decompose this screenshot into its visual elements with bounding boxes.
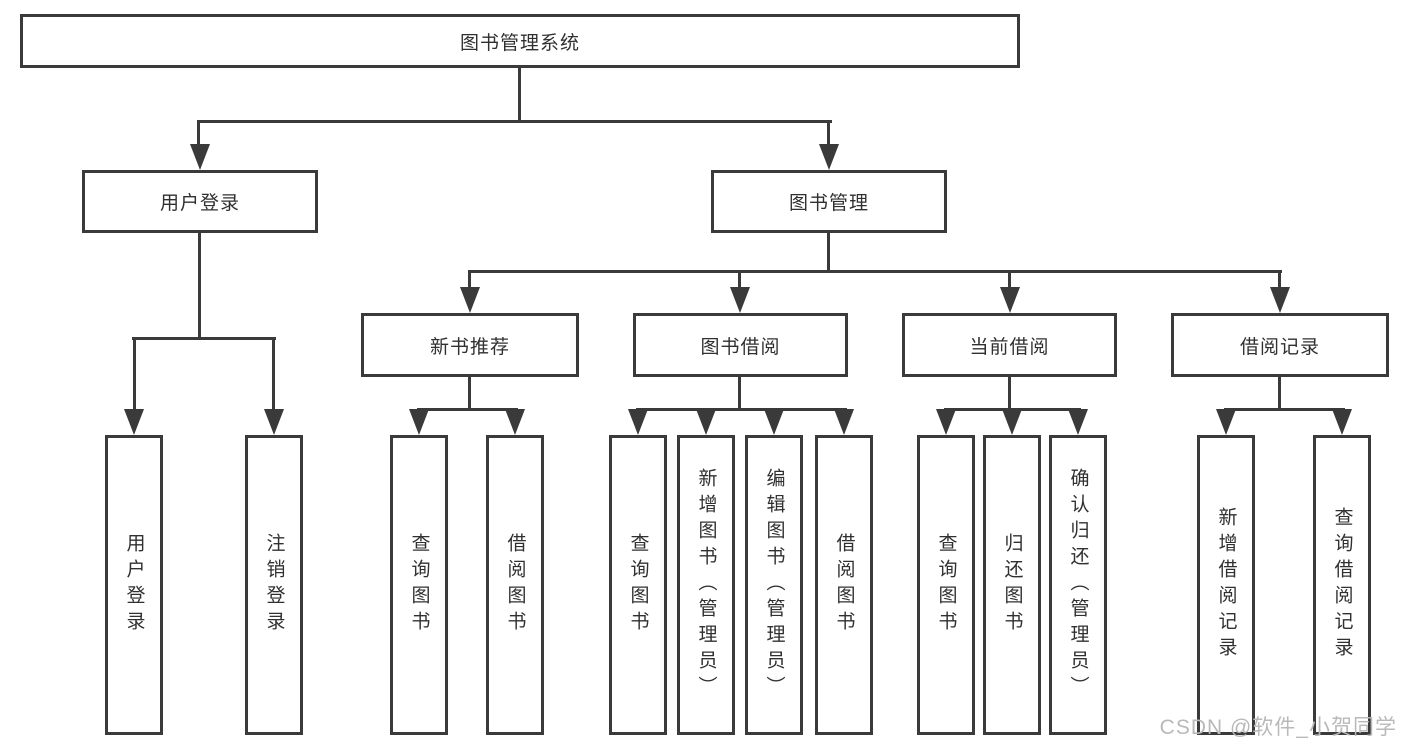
node-borrow-books-recommend: 借阅图书 [486,435,544,735]
arrow-down-icon [460,287,480,313]
arrow-down-icon [834,409,854,435]
connector-line [1278,270,1281,291]
arrow-down-icon [764,409,784,435]
csdn-watermark: CSDN @软件_小贺同学 [1159,716,1397,739]
node-user-login-leaf: 用户登录 [105,435,163,735]
node-current-borrowing: 当前借阅 [902,313,1117,377]
connector-line [197,120,832,123]
connector-line [827,120,830,150]
arrow-down-icon [1216,409,1236,435]
node-query-books-current: 查询图书 [917,435,975,735]
connector-line [133,337,136,415]
connector-line [827,233,830,270]
node-label: 注销登录 [263,533,285,637]
arrow-down-icon [1332,409,1352,435]
node-label: 用户登录 [159,193,240,214]
node-label: 查询图书 [408,533,430,637]
node-label: 查询图书 [935,533,957,637]
node-add-books-admin: 新增图书（管理员） [677,435,735,735]
node-label: 用户登录 [123,533,145,637]
connector-line [738,377,741,408]
node-label: 确认归还（管理员） [1067,468,1089,702]
arrow-down-icon [1000,287,1020,313]
node-label: 编辑图书（管理员） [763,468,785,702]
connector-line [468,377,471,408]
connector-line [272,337,275,415]
arrow-down-icon [696,409,716,435]
node-edit-books-admin: 编辑图书（管理员） [745,435,803,735]
arrow-down-icon [409,409,429,435]
arrow-down-icon [264,409,284,435]
node-label: 新增借阅记录 [1215,507,1237,663]
node-logout: 注销登录 [245,435,303,735]
node-label: 归还图书 [1001,533,1023,637]
node-query-books-borrowing: 查询图书 [609,435,667,735]
connector-line [518,68,521,120]
node-add-borrow-record: 新增借阅记录 [1197,435,1255,735]
node-label: 查询借阅记录 [1331,507,1353,663]
node-user-login: 用户登录 [82,170,318,233]
node-book-management-system: 图书管理系统 [20,14,1020,68]
node-return-books: 归还图书 [983,435,1041,735]
node-label: 当前借阅 [969,336,1050,358]
node-label: 借阅图书 [504,533,526,637]
arrow-down-icon [730,287,750,313]
node-label: 查询图书 [627,533,649,637]
node-label: 新书推荐 [429,336,510,358]
arrow-down-icon [505,409,525,435]
arrow-down-icon [1068,409,1088,435]
node-borrow-books: 借阅图书 [815,435,873,735]
connector-line [1008,377,1011,408]
arrow-down-icon [819,144,839,170]
arrow-down-icon [190,144,210,170]
node-label: 图书管理系统 [459,32,580,54]
connector-line [198,233,201,337]
connector-line [132,337,276,340]
node-label: 图书借阅 [700,336,781,358]
arrow-down-icon [124,409,144,435]
node-label: 借阅记录 [1239,336,1320,358]
connector-line [1008,270,1011,291]
node-book-borrowing: 图书借阅 [633,313,848,377]
arrow-down-icon [628,409,648,435]
connector-line [468,270,1282,273]
connector-line [738,270,741,291]
node-book-management: 图书管理 [711,170,947,233]
connector-line [1224,408,1345,411]
node-query-books-recommend: 查询图书 [390,435,448,735]
node-label: 借阅图书 [833,533,855,637]
arrow-down-icon [1270,287,1290,313]
node-confirm-return-admin: 确认归还（管理员） [1049,435,1107,735]
node-new-book-recommendation: 新书推荐 [361,313,579,377]
node-label: 图书管理 [788,193,869,214]
node-query-borrow-record: 查询借阅记录 [1313,435,1371,735]
connector-line [1278,377,1281,408]
connector-line [636,408,847,411]
arrow-down-icon [936,409,956,435]
node-borrowing-records: 借阅记录 [1171,313,1389,377]
node-label: 新增图书（管理员） [695,468,717,702]
connector-line [197,120,200,150]
connector-line [417,408,518,411]
arrow-down-icon [1002,409,1022,435]
connector-line [468,270,471,291]
